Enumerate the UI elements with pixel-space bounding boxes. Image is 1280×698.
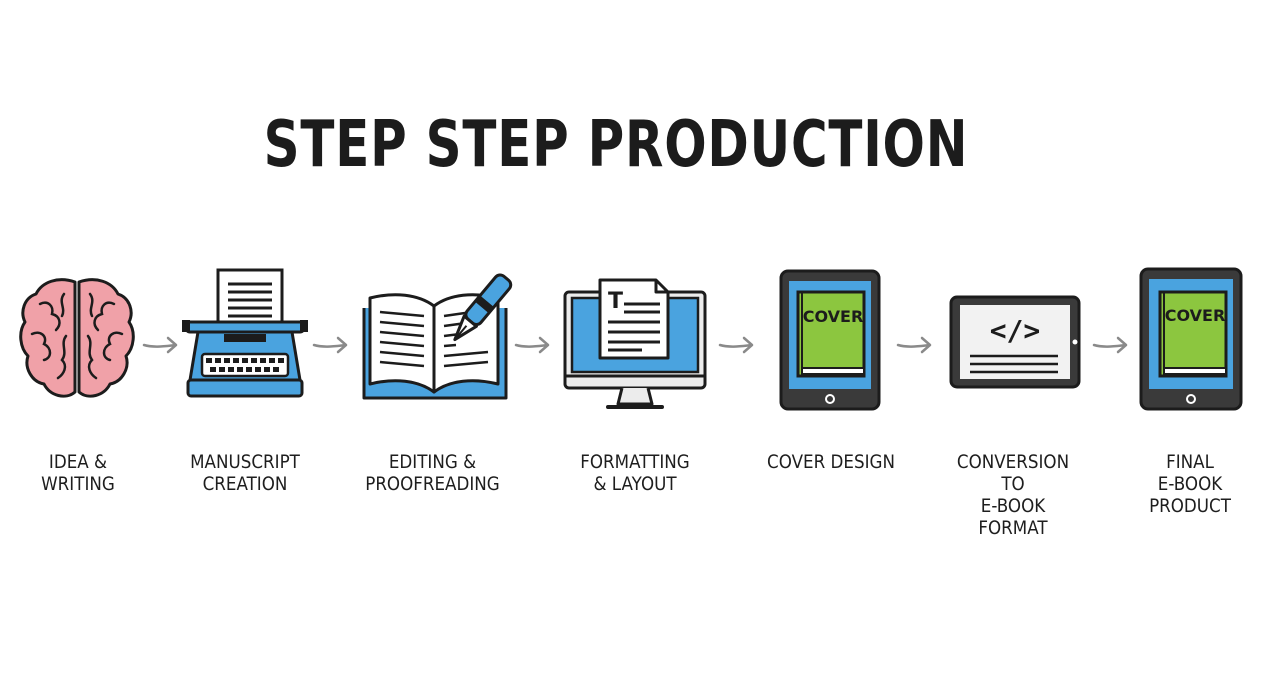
step-idea-writing: [18, 274, 136, 404]
cover-title: COVER: [803, 307, 864, 326]
monitor-document-icon: T: [563, 278, 707, 409]
code-symbol: </>: [990, 314, 1041, 347]
step-manuscript-creation: [180, 268, 310, 408]
open-book-pen-icon: [362, 273, 513, 400]
cover-title: COVER: [1165, 306, 1226, 325]
doc-letter: T: [608, 289, 623, 314]
step-formatting-layout: T: [562, 276, 708, 414]
step-final-ebook-product: COVER: [1138, 266, 1244, 412]
page-title: STEP STEP PRODUCTION: [263, 108, 969, 182]
step-label-editing-proofreading: EDITING & PROOFREADING: [365, 451, 500, 495]
arrow-right-icon: [514, 334, 552, 360]
arrow-right-icon: [896, 334, 934, 360]
step-label-formatting-layout: FORMATTING & LAYOUT: [580, 451, 690, 495]
arrow-right-icon: [142, 334, 180, 360]
arrow-right-icon: [718, 334, 756, 360]
arrow-right-icon: [1092, 334, 1130, 360]
step-label-manuscript-creation: MANUSCRIPT CREATION: [190, 451, 300, 495]
step-label-cover-design: COVER DESIGN: [767, 451, 895, 473]
brain-icon: [19, 278, 135, 398]
step-editing-proofreading: [360, 272, 515, 404]
code-tablet-icon: </>: [949, 295, 1081, 389]
step-cover-design: COVER: [778, 268, 882, 412]
step-conversion-ebook-format: </>: [948, 294, 1084, 390]
final-ebook-tablet-icon: COVER: [1139, 267, 1243, 411]
tablet-cover-icon: COVER: [779, 269, 881, 411]
step-label-conversion-ebook-format: CONVERSION TO E-BOOK FORMAT: [956, 451, 1070, 539]
arrow-right-icon: [312, 334, 350, 360]
typewriter-icon: [182, 268, 308, 398]
step-label-final-ebook-product: FINAL E-BOOK PRODUCT: [1149, 451, 1231, 517]
step-label-idea-writing: IDEA & WRITING: [41, 451, 115, 495]
